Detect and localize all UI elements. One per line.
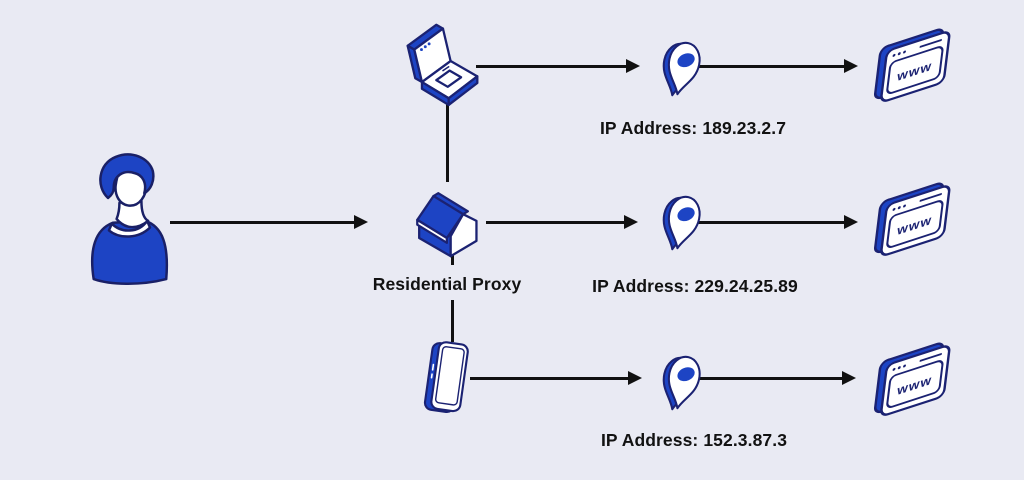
arrow-user-to-proxy (170, 215, 368, 229)
arrowhead-icon (844, 215, 858, 229)
arrow-shaft (694, 220, 849, 224)
connector-laptop-to-house (446, 100, 449, 182)
laptop-icon (406, 23, 479, 107)
arrow-pin-to-browser-3 (692, 371, 856, 385)
connector-house-to-label (451, 248, 454, 265)
arrowhead-icon (628, 371, 642, 385)
location-pin-icon-3 (661, 351, 705, 413)
arrow-shaft (470, 376, 633, 380)
arrowhead-icon (354, 215, 368, 229)
arrow-phone-to-pin (470, 371, 642, 385)
arrowhead-icon (844, 59, 858, 73)
arrow-shaft (692, 376, 847, 380)
residential-proxy-house-icon (416, 192, 478, 258)
arrow-shaft (476, 64, 631, 68)
arrowhead-icon (626, 59, 640, 73)
browser-window-icon-2 (874, 178, 952, 266)
smartphone-icon (423, 341, 469, 414)
arrow-shaft (486, 220, 629, 224)
arrowhead-icon (624, 215, 638, 229)
arrow-laptop-to-pin (476, 59, 640, 73)
arrow-pin-to-browser-1 (692, 59, 858, 73)
arrowhead-icon (842, 371, 856, 385)
residential-proxy-label: Residential Proxy (372, 274, 522, 294)
browser-window-icon-1 (874, 24, 952, 112)
arrow-shaft (170, 220, 359, 224)
location-pin-icon-1 (661, 37, 705, 99)
arrow-house-to-pin (486, 215, 638, 229)
arrow-shaft (692, 64, 849, 68)
location-pin-icon-2 (661, 191, 705, 253)
ip-address-label-2: IP Address: 229.24.25.89 (592, 276, 798, 296)
ip-address-label-3: IP Address: 152.3.87.3 (600, 430, 788, 450)
browser-window-icon-3 (874, 338, 952, 426)
user-person-icon (90, 153, 169, 285)
ip-address-label-1: IP Address: 189.23.2.7 (599, 118, 787, 138)
connector-label-to-phone (451, 300, 454, 342)
arrow-pin-to-browser-2 (694, 215, 858, 229)
